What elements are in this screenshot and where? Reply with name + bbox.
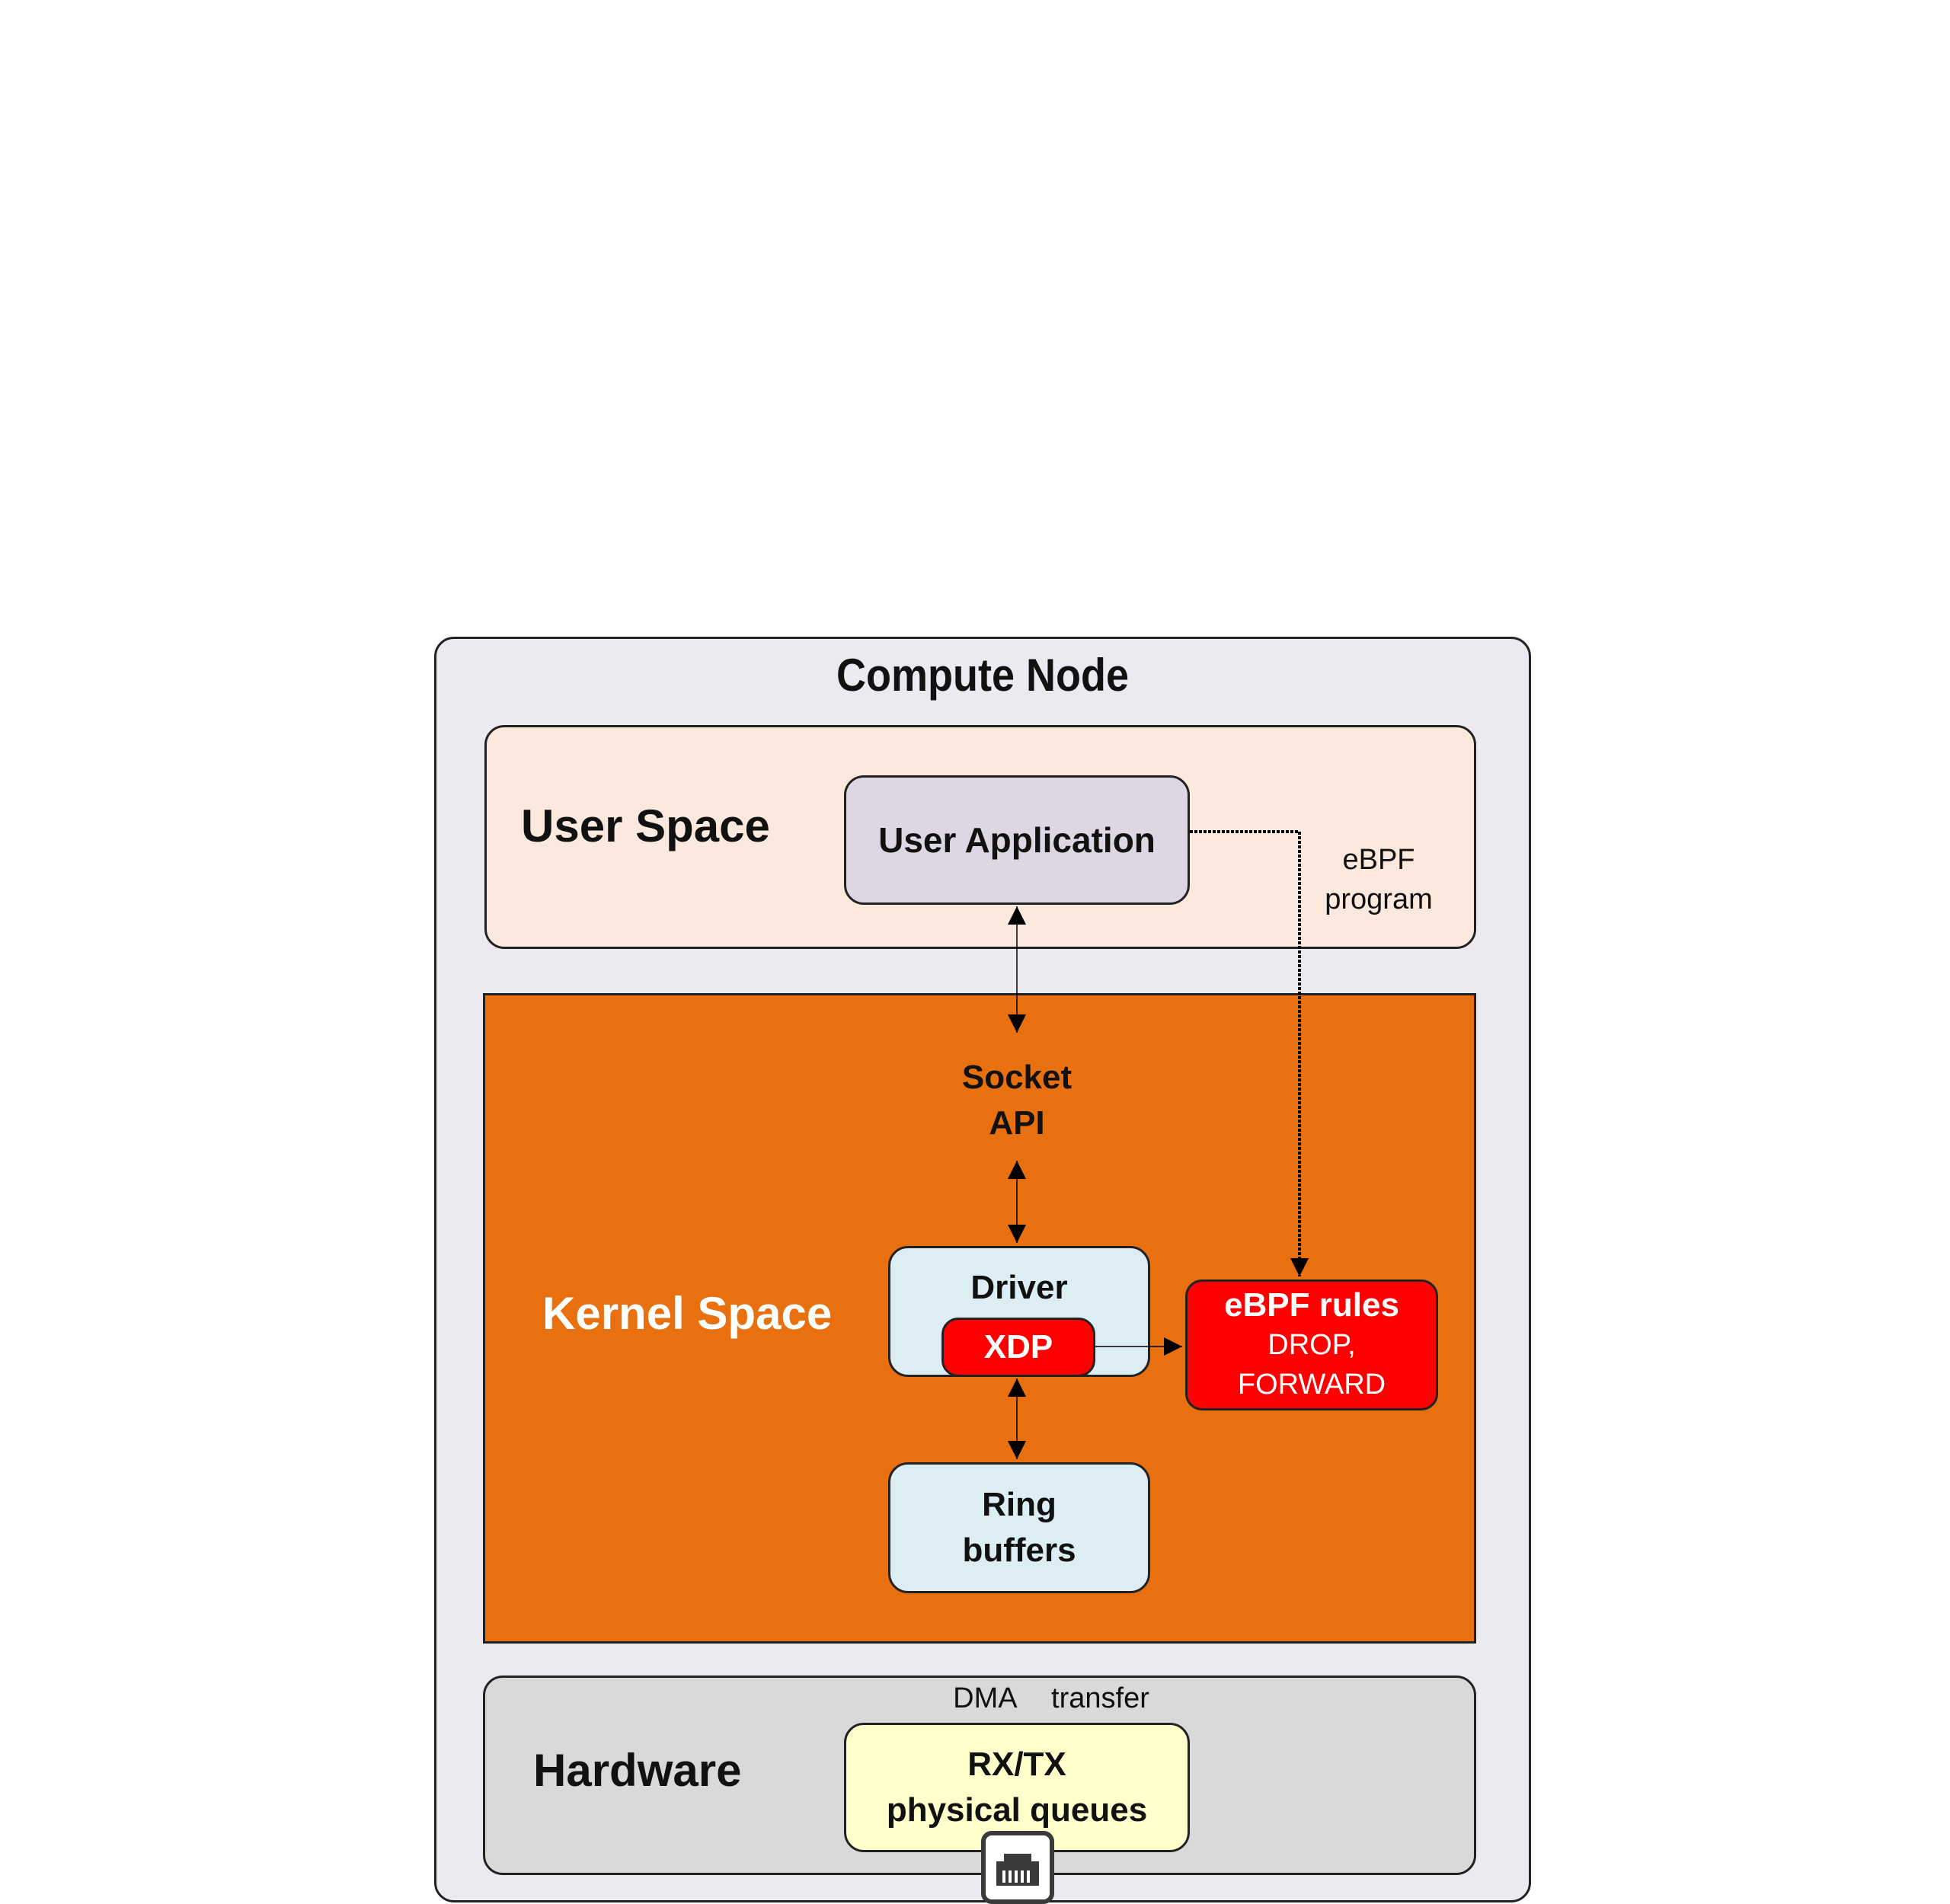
rxtx-queues-line2: physical queues — [886, 1791, 1148, 1829]
dma-transfer-label: DMA transfer — [953, 1682, 1149, 1714]
ebpf-program-label-line2: program — [1325, 883, 1433, 915]
ebpf-program-label: eBPF program — [1295, 838, 1462, 922]
kernel-space-title: Kernel Space — [542, 1288, 833, 1339]
user-space-title: User Space — [521, 800, 770, 851]
hardware-title: Hardware — [533, 1745, 742, 1796]
socket-api-line2: API — [989, 1104, 1045, 1142]
ethernet-port-glyph — [996, 1854, 1039, 1886]
compute-node-title: Compute Node — [836, 649, 1129, 701]
rxtx-queues-box: RX/TX physical queues — [844, 1723, 1190, 1852]
ebpf-rules-title: eBPF rules — [1224, 1286, 1399, 1324]
user-application-box: User Application — [844, 775, 1190, 905]
driver-label: Driver — [970, 1269, 1068, 1306]
ebpf-program-label-line1: eBPF — [1342, 844, 1415, 876]
rxtx-queues-line1: RX/TX — [967, 1746, 1066, 1783]
ebpf-rules-action-drop: DROP, — [1268, 1329, 1356, 1361]
socket-api-line1: Socket — [961, 1059, 1072, 1096]
ethernet-port-icon — [981, 1831, 1054, 1904]
ring-buffers-box: Ring buffers — [888, 1462, 1150, 1593]
socket-api-label: Socket API — [914, 1051, 1120, 1150]
xdp-box: XDP — [941, 1318, 1095, 1377]
ebpf-rules-box: eBPF rules DROP, FORWARD — [1185, 1279, 1438, 1410]
ring-buffers-line2: buffers — [962, 1532, 1076, 1569]
ring-buffers-line1: Ring — [982, 1486, 1057, 1523]
ebpf-rules-action-forward: FORWARD — [1237, 1369, 1386, 1401]
